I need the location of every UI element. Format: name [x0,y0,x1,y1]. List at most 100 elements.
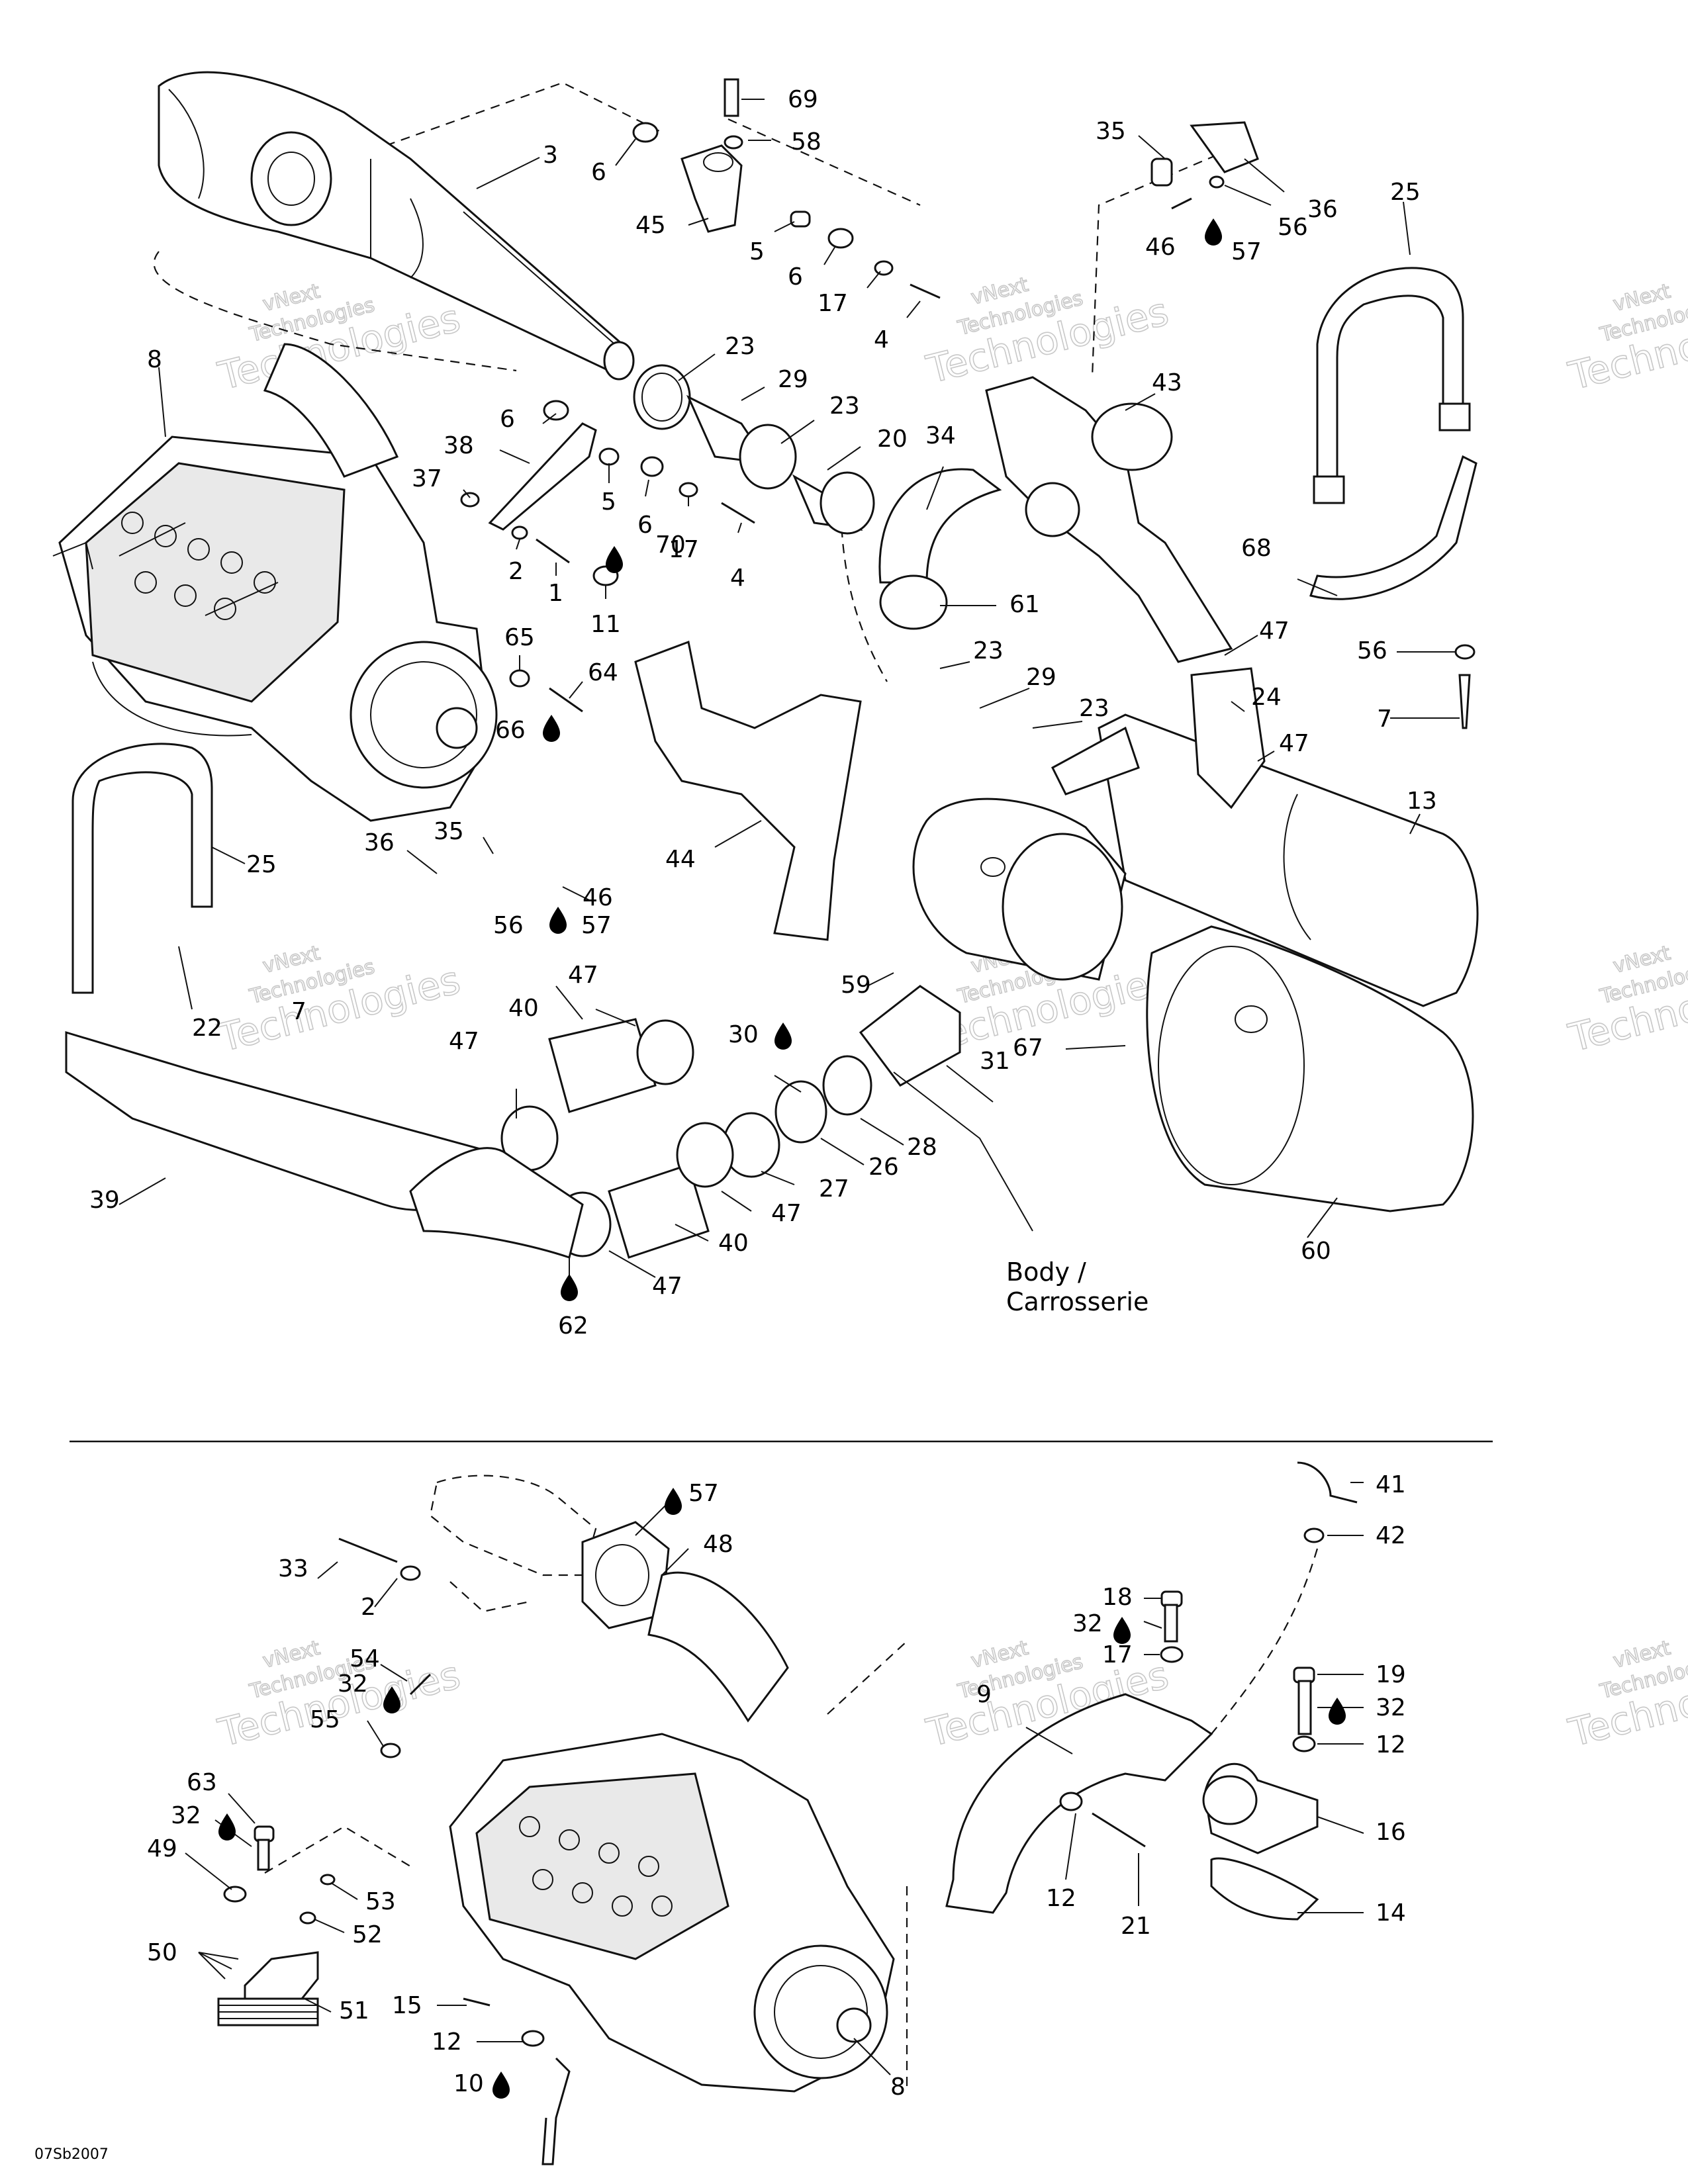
part-number-label: 23 [725,333,755,360]
part-number-label: 37 [412,465,442,492]
part-number-label: 3 [543,142,558,169]
part-number-label: 12 [1046,1885,1076,1912]
part-number-label: 49 [147,1835,177,1862]
part-number-label: 46 [583,884,613,911]
support-part-68 [1309,455,1477,600]
sealant-drop-icon [383,1686,400,1713]
part-number-label: 31 [980,1048,1010,1075]
part-number-label: 45 [635,212,666,239]
tuned-pipe-part-3 [158,71,635,381]
assembly-guide-line [264,1825,411,1874]
part-number-label: 40 [718,1230,749,1257]
bolt-63-shank [257,1839,270,1871]
screw-54 [409,1673,432,1696]
assembly-guide-line [1091,148,1232,378]
part-number-label: 6 [500,406,515,433]
part-number-label: 6 [637,512,653,539]
body-caption-line1: Body / [1006,1257,1086,1287]
screw-69 [724,78,739,117]
part-number-label: 48 [703,1531,733,1558]
screw-64 [549,687,583,713]
washer-49 [223,1886,247,1903]
hardware-small-parts [460,78,941,713]
part-number-label: 15 [392,1992,422,2019]
part-number-label: 43 [1152,369,1182,396]
grommet-6 [632,122,659,143]
grommet-6 [543,400,569,421]
part-number-label: 12 [432,2028,462,2056]
part-number-label: 6 [591,159,606,186]
part-number-label: 2 [361,1594,376,1621]
part-number-label: 68 [1241,535,1272,562]
part-number-label: 33 [278,1555,308,1582]
assembly-guide-line [153,251,517,372]
silencer-part-60 [1146,925,1474,1212]
part-number-label: 47 [1279,730,1309,757]
screw-33 [338,1537,398,1563]
cable-tie-41 [1297,1461,1358,1504]
part-number-label: 56 [1278,214,1308,241]
sealant-drop-icon [606,546,623,573]
screw-15 [463,1997,491,2007]
part-number-label: 4 [730,565,745,592]
ghost-tuned-pipe-outline [429,1475,597,1576]
part-number-label: 41 [1376,1471,1406,1498]
part-number-label: 27 [819,1175,849,1203]
strap-part-25-left [71,743,213,994]
part-number-label: 23 [829,392,860,420]
part-number-label: 63 [187,1769,217,1796]
part-number-label: 38 [444,432,474,459]
part-number-label: 36 [364,829,395,856]
washer-2 [400,1565,421,1581]
assembly-guide-line [1211,1548,1319,1735]
part-number-label: 25 [246,851,277,878]
grommet-6 [640,456,664,477]
exhaust-elbow-part-34-43 [878,376,1233,663]
ring-28 [822,1055,872,1116]
stud-1 [536,538,570,564]
part-number-label: 35 [1096,118,1126,145]
sealant-drop-icon [543,715,560,742]
sealant-drop-icon [1113,1617,1131,1644]
part-number-label: 32 [1072,1610,1103,1637]
part-number-label: 19 [1376,1661,1406,1688]
washer-56 [1454,644,1476,660]
part-number-label: 26 [868,1154,899,1181]
strap-buckle [1438,402,1471,432]
sealant-drop-icon [1329,1698,1346,1725]
part-number-label: 58 [791,128,821,156]
engine-mount-part-16-14 [1202,1762,1319,1921]
part-number-label: 44 [665,846,696,873]
engine-part-8-bottom [449,1571,895,2093]
spacer-5 [790,210,811,228]
part-number-label: 32 [171,1802,201,1829]
part-number-label: 55 [310,1706,340,1733]
part-number-label: 70 [655,531,686,559]
screw-4 [910,283,941,299]
sealant-drop-icon [774,1023,792,1050]
spacer-5 [598,447,620,466]
washer-12 [521,2030,545,2047]
silencer-part-59 [912,797,1127,981]
part-number-label: 67 [1013,1034,1043,1062]
drawing-reference-code: 07Sb2007 [34,2146,109,2163]
part-number-label: 17 [1102,1641,1133,1668]
body-caption-line2: Carrosserie [1006,1287,1149,1316]
part-number-label: 24 [1251,684,1282,711]
sealant-drop-icon [561,1274,578,1301]
washer-58 [724,135,743,150]
part-number-label: 8 [890,2073,906,2101]
part-labels-top: 69 58 3 6 45 5 6 17 4 35 36 56 46 57 25 … [89,86,1437,1340]
part-number-label: 46 [1145,234,1176,261]
part-number-label: 25 [1390,179,1421,206]
part-number-label: 47 [449,1028,479,1055]
pipe-part-44 [634,640,862,941]
washer-12 [1292,1735,1316,1752]
assembly-guide-line [310,81,663,173]
washer-2 [511,525,528,540]
part-number-label: 12 [1376,1731,1406,1758]
top-exhaust-assembly: 69 58 3 6 45 5 6 17 4 35 36 56 46 57 25 … [52,71,1479,1340]
engine-part-8 [52,343,498,822]
part-number-label: 32 [338,1670,368,1698]
washer-52 [299,1911,316,1925]
